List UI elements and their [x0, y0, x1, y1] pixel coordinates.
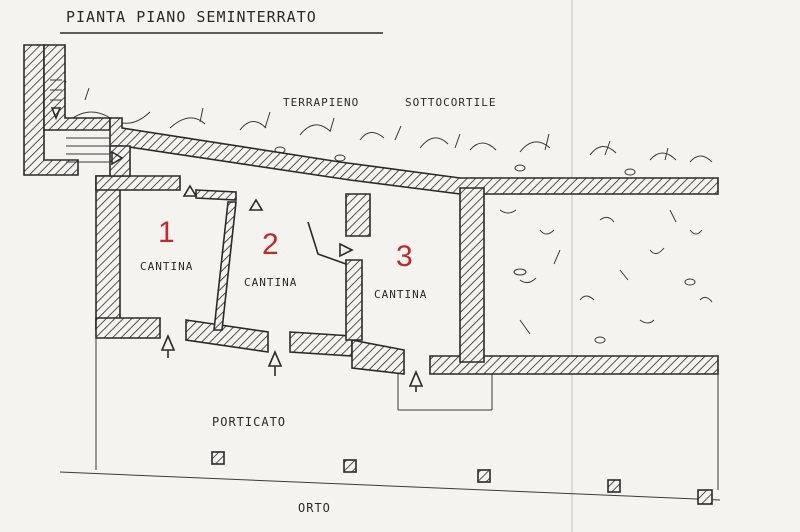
- room-1-number: 1: [158, 216, 175, 249]
- room-3-number: 3: [396, 240, 413, 273]
- walls: [23, 44, 719, 375]
- stairs: [50, 79, 124, 166]
- plan-title: PIANTA PIANO SEMINTERRATO: [66, 8, 317, 26]
- pillars: [211, 451, 713, 505]
- label-porticato: PORTICATO: [212, 415, 286, 429]
- sottocortile-fill: [499, 209, 713, 344]
- room-1-name: CANTINA: [140, 260, 193, 273]
- label-terrapieno: TERRAPIENO: [283, 96, 359, 109]
- label-orto: ORTO: [298, 501, 331, 515]
- room-2-name: CANTINA: [244, 276, 297, 289]
- room-3-name: CANTINA: [374, 288, 427, 301]
- door-diagonal: [307, 221, 347, 265]
- door-arrows: [160, 184, 424, 392]
- room-2-number: 2: [262, 228, 279, 261]
- label-sottocortile: SOTTOCORTILE: [405, 96, 496, 109]
- terrain-texture: [59, 80, 713, 176]
- porticato-outline: [59, 338, 721, 501]
